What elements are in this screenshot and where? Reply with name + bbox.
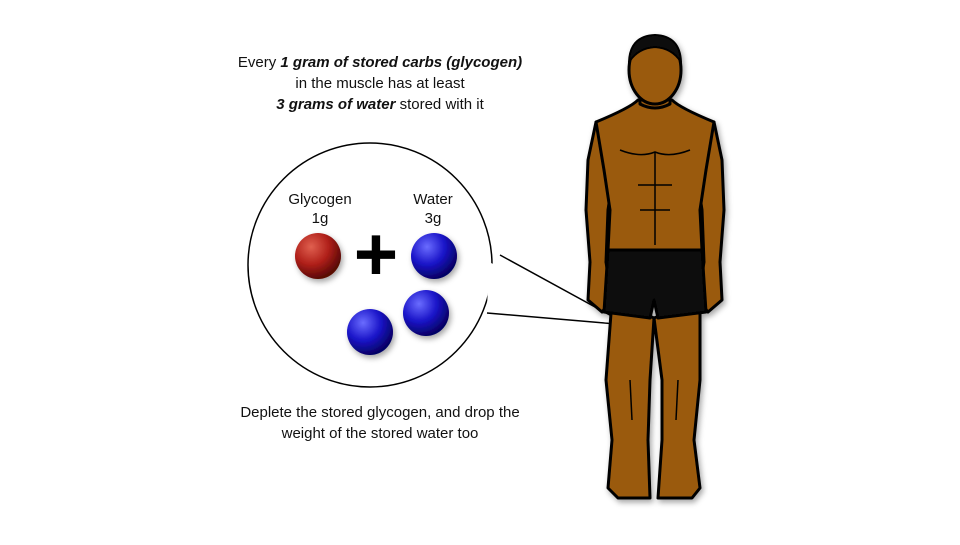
glycogen-name: Glycogen [288, 191, 352, 208]
water-molecule [403, 290, 449, 336]
water-amount: 3g [424, 210, 442, 227]
glycogen-amount: 1g [311, 210, 329, 227]
muscle-detail-lines [619, 149, 691, 421]
bottom-caption-line-2: weight of the stored water too [281, 425, 479, 442]
top-caption-suffix: stored with it [395, 96, 484, 113]
glycogen-label: Glycogen 1g [275, 190, 365, 228]
top-caption-line-2: in the muscle has at least [295, 75, 465, 92]
water-name: Water [413, 191, 453, 208]
plus-sign: + [354, 212, 398, 297]
bottom-caption: Deplete the stored glycogen, and drop th… [185, 402, 575, 444]
top-caption-prefix: Every [237, 54, 281, 71]
water-label: Water 3g [388, 190, 478, 228]
water-molecule [347, 309, 393, 355]
top-caption: Every 1 gram of stored carbs (glycogen) … [200, 52, 560, 115]
water-molecule [411, 233, 457, 279]
top-caption-emphasis-2: 3 grams of water [276, 96, 396, 113]
bottom-caption-line-1: Deplete the stored glycogen, and drop th… [240, 404, 520, 421]
top-caption-emphasis-1: 1 gram of stored carbs (glycogen) [280, 54, 523, 71]
human-figure [584, 34, 726, 500]
top-caption-line-3: 3 grams of water stored with it [200, 94, 560, 115]
top-caption-line-1: Every 1 gram of stored carbs (glycogen) [200, 52, 560, 73]
glycogen-molecule [295, 233, 341, 279]
